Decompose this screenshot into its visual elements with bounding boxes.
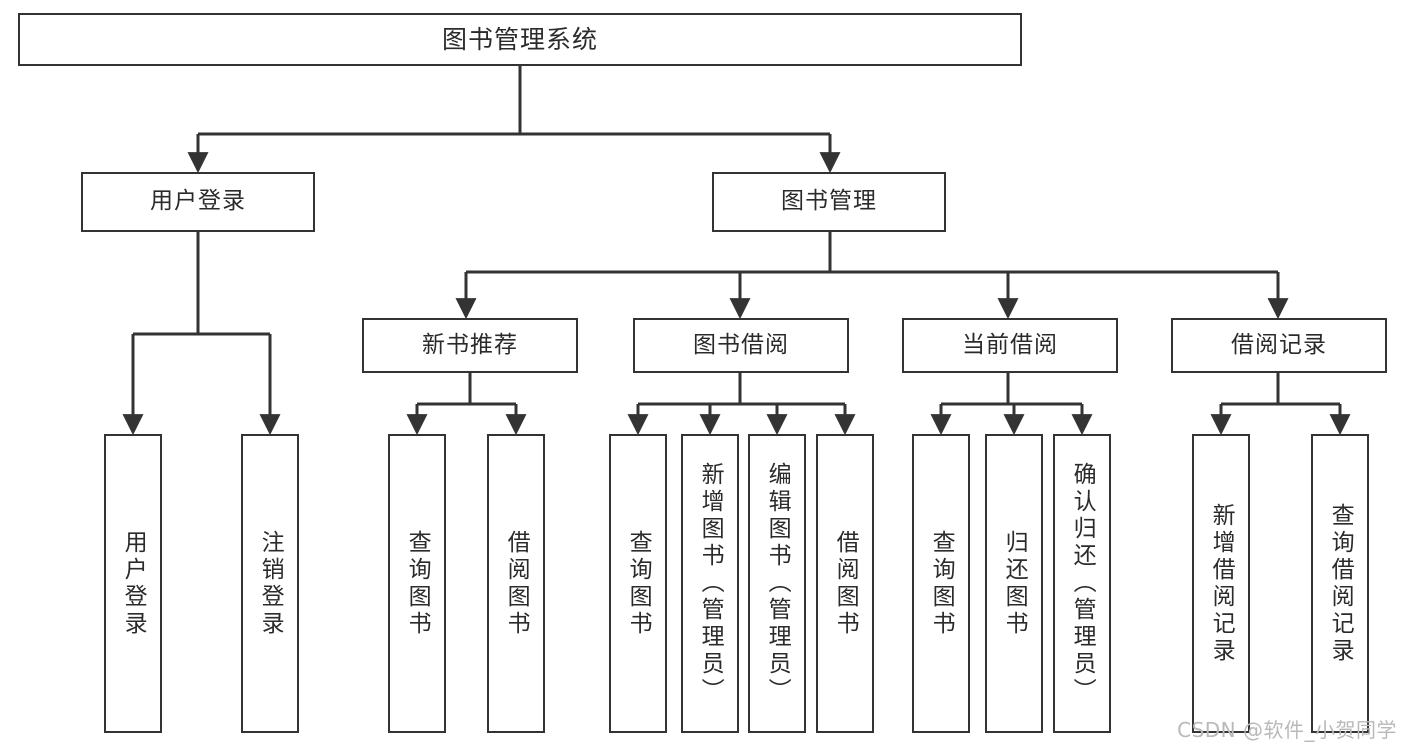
node-label: 借阅记录: [1231, 331, 1327, 358]
leaf-query-book-2[interactable]: 查询图书: [609, 434, 667, 733]
node-new-book-recommend[interactable]: 新书推荐: [362, 318, 578, 373]
node-label: 用户登录: [150, 188, 246, 215]
node-label: 新增借阅记录: [1208, 502, 1235, 665]
leaf-user-logout[interactable]: 注销登录: [241, 434, 299, 733]
leaf-query-borrow-record[interactable]: 查询借阅记录: [1311, 434, 1369, 733]
node-label: 图书管理: [781, 188, 877, 215]
node-label: 图书管理系统: [441, 24, 598, 54]
leaf-borrow-book-2[interactable]: 借阅图书: [816, 434, 874, 733]
leaf-return-book[interactable]: 归还图书: [985, 434, 1043, 733]
node-book-borrow[interactable]: 图书借阅: [633, 318, 849, 373]
leaf-add-borrow-record[interactable]: 新增借阅记录: [1192, 434, 1250, 733]
leaf-query-book-1[interactable]: 查询图书: [388, 434, 446, 733]
node-label: 查询图书: [625, 529, 652, 638]
node-label: 用户登录: [120, 529, 147, 638]
node-root-system[interactable]: 图书管理系统: [18, 13, 1022, 66]
node-book-management[interactable]: 图书管理: [712, 172, 946, 232]
node-label: 借阅图书: [503, 529, 530, 638]
node-label: 查询图书: [404, 529, 431, 638]
node-label: 图书借阅: [693, 331, 789, 358]
leaf-add-book-admin[interactable]: 新增图书（管理员）: [681, 434, 739, 733]
node-current-borrow[interactable]: 当前借阅: [902, 318, 1118, 373]
leaf-user-login[interactable]: 用户登录: [104, 434, 162, 733]
watermark-text: CSDN @软件_小贺同学: [1177, 718, 1397, 742]
leaf-query-book-3[interactable]: 查询图书: [912, 434, 970, 733]
node-label: 确认归还（管理员）: [1069, 462, 1096, 705]
node-label: 查询图书: [928, 529, 955, 638]
node-label: 新增图书（管理员）: [697, 462, 724, 705]
node-label: 借阅图书: [832, 529, 859, 638]
node-label: 查询借阅记录: [1327, 502, 1354, 665]
node-label: 新书推荐: [422, 331, 518, 358]
leaf-confirm-return-admin[interactable]: 确认归还（管理员）: [1053, 434, 1111, 733]
node-label: 编辑图书（管理员）: [764, 462, 791, 705]
leaf-borrow-book-1[interactable]: 借阅图书: [487, 434, 545, 733]
node-label: 当前借阅: [962, 331, 1058, 358]
node-user-login[interactable]: 用户登录: [81, 172, 315, 232]
node-label: 归还图书: [1001, 529, 1028, 638]
node-label: 注销登录: [257, 529, 284, 638]
node-borrow-record[interactable]: 借阅记录: [1171, 318, 1387, 373]
leaf-edit-book-admin[interactable]: 编辑图书（管理员）: [748, 434, 806, 733]
